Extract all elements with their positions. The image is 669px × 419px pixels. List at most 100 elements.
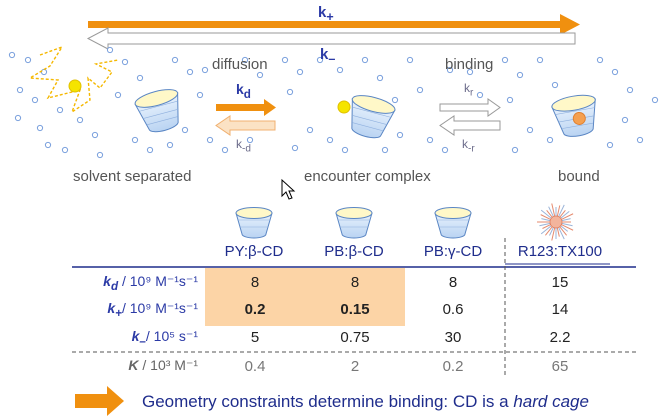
solvent-dot [36, 124, 44, 132]
solvent-dot [536, 56, 544, 64]
k-minus-label: k– [320, 46, 336, 66]
solvent-dot [511, 146, 519, 154]
solvent-dot [306, 126, 314, 134]
solvent-dot [146, 146, 154, 154]
solvent-dot [114, 91, 122, 99]
solvent-dot [416, 86, 424, 94]
micelle-icon [537, 203, 574, 241]
solvent-dot [171, 56, 179, 64]
solvent-dot [44, 141, 52, 149]
solvent-dot [651, 96, 659, 104]
cell-kplus-pb-gamma: 0.6 [442, 301, 464, 318]
solvent-dot [96, 151, 104, 159]
cell-kd-pb-gamma: 8 [448, 274, 458, 291]
cell-kd-pb-beta: 8 [350, 274, 360, 291]
solvent-dot [441, 146, 449, 154]
binding-label: binding [445, 56, 494, 73]
cyclodextrin-cup-encounter [351, 95, 396, 139]
solvent-dot [611, 68, 619, 76]
conclusion-text: Geometry constraints determine binding: … [142, 392, 589, 411]
diffusion-label: diffusion [212, 56, 268, 73]
solvent-dot [501, 56, 509, 64]
solvent-dot [181, 126, 189, 134]
solvent-dot [546, 136, 554, 144]
solvent-dot [91, 131, 99, 139]
solvent-dot [426, 136, 434, 144]
cell-kd-r123: 15 [551, 274, 569, 291]
solvent-dot [221, 146, 229, 154]
column-header-pb-beta-cd: PB:β-CD [324, 243, 384, 260]
solvent-dot [201, 66, 209, 74]
kr-label: kr [464, 81, 474, 99]
k-minus-d-arrow [215, 115, 276, 136]
solvent-dot [406, 56, 414, 64]
solvent-dot [606, 141, 614, 149]
solvent-dot [391, 96, 399, 104]
cell-kplus-pb-beta: 0.15 [340, 301, 370, 318]
solvent-dot [336, 66, 344, 74]
cyclodextrin-cup-free [134, 89, 179, 133]
solvent-dot [106, 46, 114, 54]
cell-K-r123: 65 [551, 358, 569, 375]
mouse-cursor-icon [281, 178, 296, 200]
solvent-dot [246, 136, 254, 144]
kd-label: kd [236, 81, 251, 101]
diffusion-path [27, 45, 119, 114]
solvent-dot [361, 56, 369, 64]
solvent-dot [136, 74, 144, 82]
conclusion-arrow-icon [75, 386, 124, 416]
solvent-dot [291, 144, 299, 152]
host-icons [235, 207, 472, 239]
solvent-dot [516, 71, 524, 79]
solvent-dot [196, 91, 204, 99]
solvent-dot [316, 56, 324, 64]
solvent-dot [76, 116, 84, 124]
cell-kd-py-beta: 8 [250, 274, 260, 291]
cell-K-pb-beta: 2 [350, 358, 360, 375]
solvent-dot [476, 91, 484, 99]
solvent-dot [286, 88, 294, 96]
solvent-dot [31, 96, 39, 104]
solvent-dot [186, 68, 194, 76]
solvent-dot [166, 141, 174, 149]
cyclodextrin-cup-bound [551, 94, 596, 137]
row-header-K: K / 10³ M⁻¹ [128, 357, 198, 373]
solvent-dot [241, 56, 249, 64]
k-minus-arrow [86, 27, 576, 50]
host-cup-icon [235, 207, 273, 239]
solvent-dot [256, 71, 264, 79]
solvent-dot [621, 116, 629, 124]
probe-molecule [68, 79, 82, 93]
solvent-dot [446, 66, 454, 74]
row-header-kminus: k–/ 10⁵ s⁻¹ [131, 328, 198, 348]
cell-kminus-pb-beta: 0.75 [340, 329, 370, 346]
bound-label: bound [558, 168, 600, 185]
solvent-dot [206, 136, 214, 144]
solvent-dot [341, 146, 349, 154]
k-minus-r-arrow [439, 115, 501, 136]
kd-forward-arrow [216, 99, 276, 116]
cell-kplus-r123: 14 [551, 301, 569, 318]
solvent-molecules [8, 46, 659, 159]
solvent-dot [56, 106, 64, 114]
solvent-dot [8, 51, 16, 59]
k-plus-label: k+ [318, 4, 334, 24]
k-minus-d-label: k-d [236, 137, 251, 155]
solvent-dot [131, 136, 139, 144]
cell-kminus-r123: 2.2 [549, 329, 571, 346]
solvent-dot [376, 74, 384, 82]
solvent-dot [636, 136, 644, 144]
encounter-complex-label: encounter complex [304, 168, 431, 185]
solvent-dot [24, 56, 32, 64]
cell-K-pb-gamma: 0.2 [442, 358, 464, 375]
host-cup-icon [434, 207, 472, 239]
solvent-dot [14, 114, 22, 122]
solvent-dot [551, 81, 559, 89]
solvent-dot [40, 68, 48, 76]
solvent-dot [61, 146, 69, 154]
column-header-pb-gamma-cd: PB:γ-CD [423, 243, 483, 260]
solvent-dot [396, 131, 404, 139]
solvent-dot [281, 56, 289, 64]
solvent-dot [466, 68, 474, 76]
